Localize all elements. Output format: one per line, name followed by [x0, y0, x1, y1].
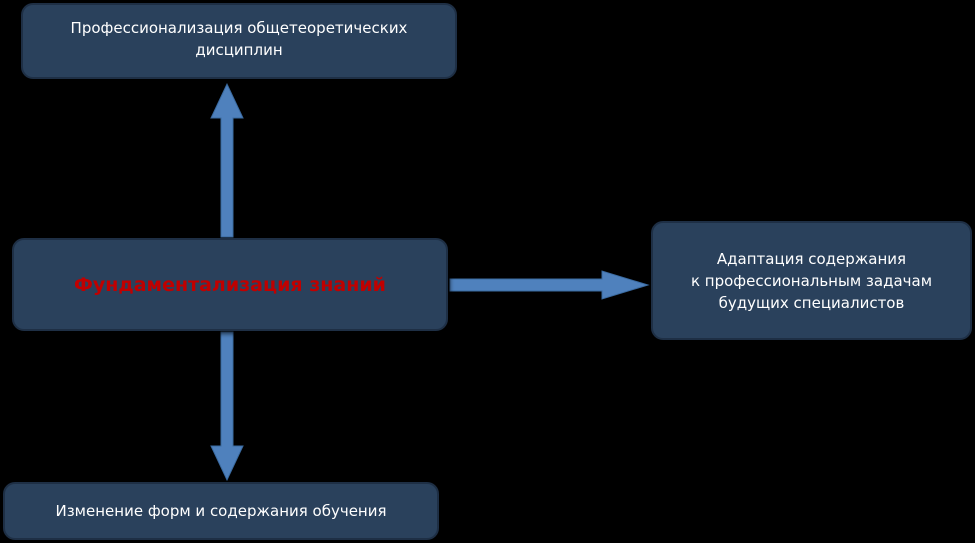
node-fundamentalization-label: Фундаментализация знаний — [74, 273, 386, 296]
arrow-center-to-right — [449, 270, 650, 300]
node-forms-change: Изменение форм и содержания обучения — [3, 482, 439, 540]
node-forms-change-label: Изменение форм и содержания обучения — [55, 502, 387, 520]
node-adaptation-label: Адаптация содержания к профессиональным … — [690, 249, 933, 312]
node-fundamentalization: Фундаментализация знаний — [12, 238, 448, 331]
arrow-center-to-bottom — [210, 331, 244, 482]
arrow-center-to-top — [210, 82, 244, 238]
node-adaptation: Адаптация содержания к профессиональным … — [651, 221, 972, 340]
node-professionalization: Профессионализация общетеоретических дис… — [21, 3, 457, 79]
node-professionalization-label: Профессионализация общетеоретических дис… — [70, 19, 408, 59]
